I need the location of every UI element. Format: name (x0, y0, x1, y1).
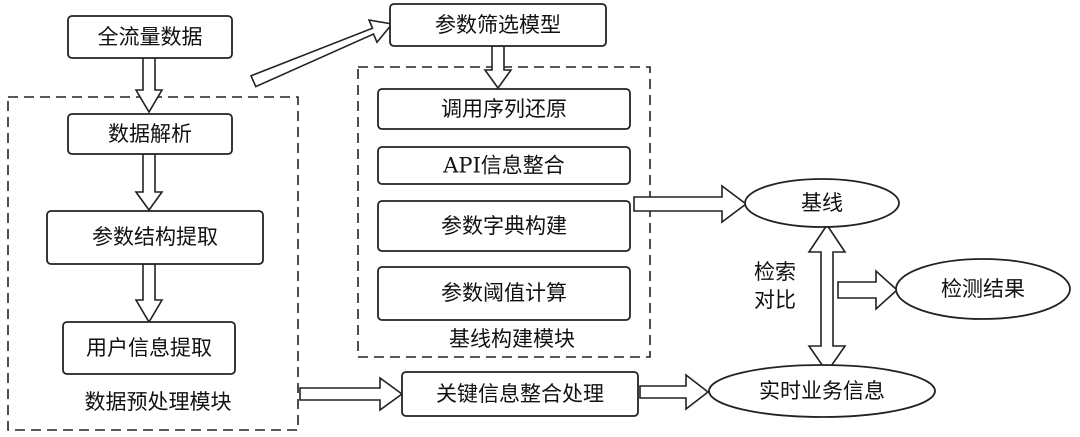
user-info-box (62, 321, 236, 375)
key-info-label: 关键信息整合处理 (436, 382, 604, 406)
param-threshold-box (377, 266, 631, 321)
arrow-traffic-to-parse (134, 56, 164, 114)
arrow-preprocess-to-filter (249, 18, 394, 88)
realtime-label: 实时业务信息 (759, 379, 885, 403)
baseline-label: 基线 (801, 191, 843, 215)
full-traffic-label: 全流量数据 (98, 25, 203, 49)
param-struct-label: 参数结构提取 (92, 225, 218, 249)
data-parse-label: 数据解析 (108, 122, 192, 146)
arrow-compare-to-result (837, 269, 899, 311)
full-traffic-box (67, 15, 233, 59)
baseline-module-caption: 基线构建模块 (449, 327, 575, 351)
param-dict-label: 参数字典构建 (441, 214, 567, 238)
arrow-key-to-realtime (639, 373, 710, 411)
param-threshold-label: 参数阈值计算 (441, 281, 567, 305)
compare-label-line1: 检索 (754, 260, 796, 284)
arrow-dict-to-baseline (633, 184, 748, 224)
key-info-box (401, 371, 639, 417)
detect-result-label: 检测结果 (941, 277, 1025, 301)
call-seq-label: 调用序列还原 (441, 97, 567, 121)
arrow-struct-to-user (134, 263, 164, 324)
user-info-label: 用户信息提取 (86, 336, 212, 360)
call-seq-box (377, 88, 631, 130)
param-filter-label: 参数筛选模型 (435, 13, 561, 37)
param-struct-box (46, 210, 264, 265)
realtime-ellipse (708, 364, 936, 418)
api-info-label: API信息整合 (442, 154, 565, 178)
preprocess-module-caption: 数据预处理模块 (85, 390, 232, 414)
param-filter-box (389, 3, 607, 47)
arrow-filter-to-seq (483, 45, 513, 90)
baseline-ellipse (744, 178, 900, 228)
param-dict-box (377, 200, 631, 252)
data-parse-box (67, 113, 233, 155)
arrow-preprocess-to-key (299, 376, 404, 412)
compare-label-line2: 对比 (754, 288, 796, 312)
api-info-box (377, 146, 631, 185)
arrow-parse-to-struct (134, 153, 164, 212)
detect-result-ellipse (895, 258, 1071, 320)
